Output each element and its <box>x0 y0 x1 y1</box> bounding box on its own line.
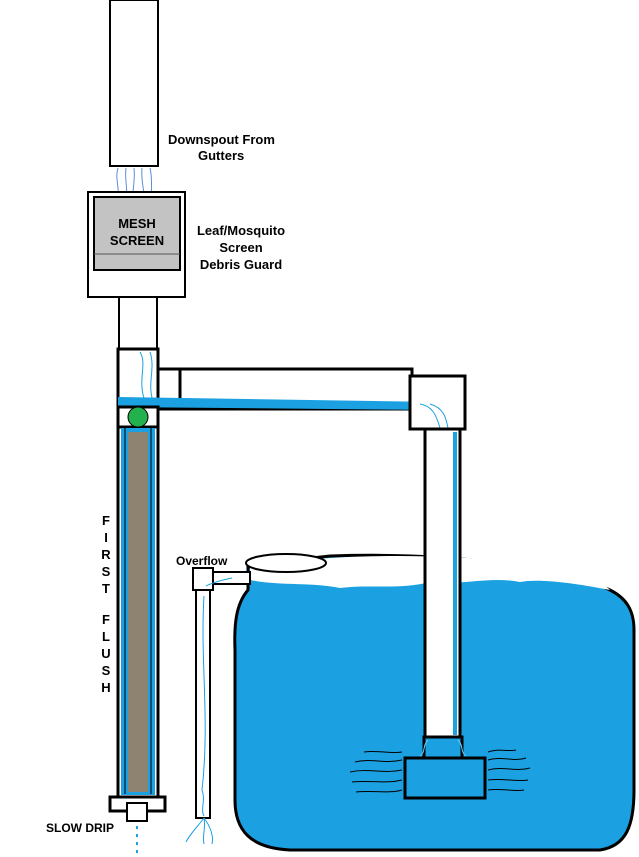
first-letter: S <box>102 564 111 579</box>
diffuser-tee <box>403 756 487 800</box>
flush-letter: H <box>101 680 110 695</box>
diffuser-neck <box>422 735 464 761</box>
overflow-label: Overflow <box>176 554 228 568</box>
first-letter: T <box>102 581 110 596</box>
slow-drip-label: SLOW DRIP <box>46 821 114 835</box>
diffuser-ripples-left <box>349 750 403 793</box>
mesh-screen <box>93 196 181 271</box>
mesh-label-line1: MESH <box>118 216 156 231</box>
diffuser-ripples-right <box>487 749 531 792</box>
overflow-downpipe <box>195 589 211 819</box>
overflow-water-streams <box>185 577 233 845</box>
guard-label-line1: Leaf/Mosquito <box>197 223 285 238</box>
first-flush-sediment <box>128 432 148 792</box>
guard-label-line2: Screen <box>219 240 262 255</box>
flush-letter: L <box>102 629 110 644</box>
first-flush-vertical-label: F I R S T F L U S H <box>101 513 111 695</box>
first-letter: R <box>101 547 111 562</box>
guard-outlet-pipe <box>118 296 158 350</box>
tank-lid <box>245 553 327 573</box>
floating-ball <box>127 406 149 428</box>
guard-label-line3: Debris Guard <box>200 257 282 272</box>
slow-drip-valve <box>126 802 148 822</box>
first-letter: F <box>102 513 110 528</box>
overflow-elbow <box>192 567 214 591</box>
elbow-water-streams <box>419 403 449 429</box>
flush-letter: U <box>101 646 110 661</box>
downspout-label-line2: Gutters <box>198 148 244 163</box>
flush-letter: F <box>102 612 110 627</box>
first-letter: I <box>104 530 108 545</box>
mesh-label-line2: SCREEN <box>110 233 164 248</box>
horizontal-pipe-water <box>118 397 440 410</box>
downspout-label-line1: Downspout From <box>168 132 275 147</box>
flush-letter: S <box>102 663 111 678</box>
downspout-pipe <box>109 0 159 167</box>
diffuser-bubbles-top <box>419 739 467 757</box>
slow-drip-droplets <box>136 826 138 853</box>
